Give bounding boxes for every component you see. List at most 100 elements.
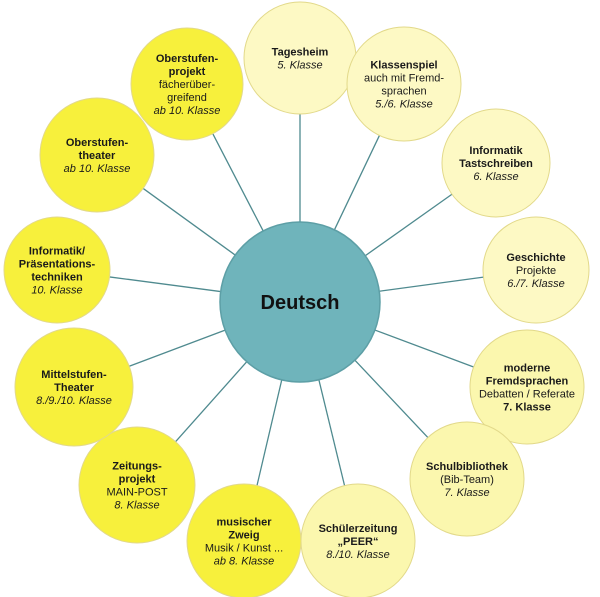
node-label-line: Schülerzeitung: [319, 523, 398, 535]
connector-line: [256, 379, 283, 486]
node-label-line: 6. Klasse: [473, 171, 518, 183]
node-circle: [441, 108, 551, 218]
node-label-line: musischer: [216, 517, 272, 529]
node-circle: [482, 216, 590, 324]
node-circle: [78, 426, 196, 544]
node-label: Schülerzeitung„PEER“8./10. Klasse: [319, 523, 398, 561]
node-label-line: Debatten / Referate: [479, 389, 575, 401]
node-label-line: Oberstufen-: [66, 137, 129, 149]
node-circle: [130, 27, 244, 141]
node-label-line: 8./10. Klasse: [326, 549, 390, 561]
node-label-line: Tastschreiben: [459, 158, 533, 170]
node-label-line: fächerüber-: [159, 79, 216, 91]
node-schuelerzeitung: Schülerzeitung„PEER“8./10. Klasse: [300, 483, 416, 597]
node-label-line: projekt: [119, 474, 156, 486]
connector-lines: [109, 114, 484, 486]
node-label-line: (Bib-Team): [440, 474, 494, 486]
node-label-line: projekt: [169, 66, 206, 78]
node-schulbibliothek: Schulbibliothek(Bib-Team)7. Klasse: [409, 421, 525, 537]
node-circle: [346, 26, 462, 142]
node-label-line: ab 8. Klasse: [214, 556, 275, 568]
connector-line: [333, 135, 381, 231]
node-label-line: Präsentations-: [19, 259, 96, 271]
node-label-line: Musik / Kunst ...: [205, 543, 283, 555]
connector-line: [142, 187, 236, 256]
node-label-line: ab 10. Klasse: [154, 105, 221, 117]
node-label-line: Tagesheim: [272, 47, 329, 59]
node-label-line: ab 10. Klasse: [64, 163, 131, 175]
node-label: Schulbibliothek(Bib-Team)7. Klasse: [426, 461, 509, 499]
node-label-line: sprachen: [381, 86, 426, 98]
center-circle: [219, 221, 381, 383]
node-label-line: 7. Klasse: [503, 402, 551, 414]
connector-line: [109, 276, 221, 293]
node-label-line: 6./7. Klasse: [507, 278, 564, 290]
node-label-line: 10. Klasse: [31, 285, 82, 297]
node-label-line: Oberstufen-: [156, 53, 219, 65]
node-label-line: techniken: [31, 272, 83, 284]
node-label-line: Theater: [54, 382, 94, 394]
node-circle: [39, 97, 155, 213]
connector-line: [318, 379, 346, 486]
node-label-line: 7. Klasse: [444, 487, 489, 499]
node-label-line: Informatik: [469, 145, 523, 157]
node-label-line: theater: [79, 150, 116, 162]
node-label-line: greifend: [167, 92, 207, 104]
connector-line: [379, 276, 484, 292]
node-circle: [3, 216, 111, 324]
node-label-line: Geschichte: [506, 252, 565, 264]
node-label-line: 5./6. Klasse: [375, 99, 432, 111]
node-label-line: Informatik/: [29, 246, 85, 258]
node-circle: [186, 483, 302, 597]
node-circle: [409, 421, 525, 537]
node-label-line: Zweig: [228, 530, 259, 542]
node-label-line: Fremdsprachen: [486, 376, 569, 388]
connector-line: [128, 329, 226, 367]
node-circle: [469, 329, 585, 445]
node-circle: [14, 327, 134, 447]
connector-line: [212, 133, 264, 232]
node-label-line: Klassenspiel: [370, 60, 437, 72]
node-label-line: Projekte: [516, 265, 556, 277]
connector-line: [354, 359, 429, 438]
connector-line: [364, 193, 453, 257]
node-label-line: 8./9./10. Klasse: [36, 395, 112, 407]
connector-line: [374, 329, 474, 368]
node-label-line: 5. Klasse: [277, 60, 322, 72]
node-label-line: Schulbibliothek: [426, 461, 509, 473]
node-label-line: Mittelstufen-: [41, 369, 107, 381]
node-label-line: MAIN-POST: [106, 487, 167, 499]
connector-line: [175, 361, 248, 443]
node-label-line: Zeitungs-: [112, 461, 162, 473]
center-node: Deutsch: [219, 221, 381, 383]
node-label-line: auch mit Fremd-: [364, 73, 444, 85]
center-label: Deutsch: [261, 292, 340, 314]
node-label-line: 8. Klasse: [114, 500, 159, 512]
node-label-line: „PEER“: [338, 536, 379, 548]
node-label-line: moderne: [504, 363, 550, 375]
